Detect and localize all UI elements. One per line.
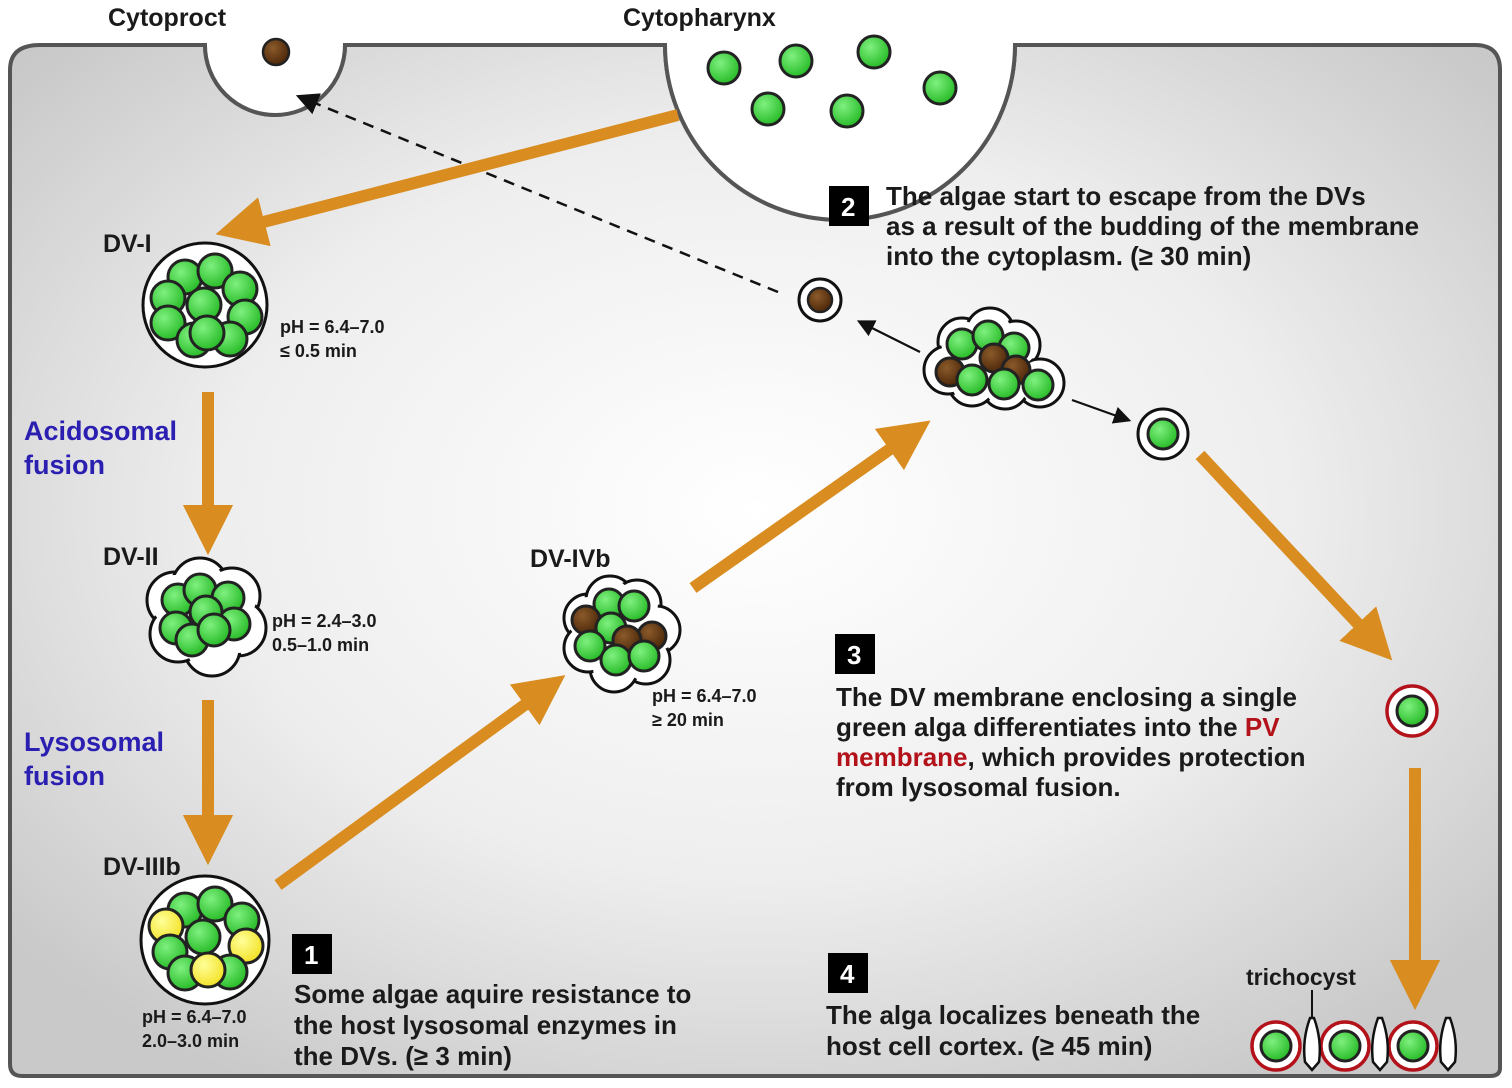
dv2-label: DV-II (103, 543, 159, 571)
cortex-algae (1250, 1020, 1439, 1072)
single-alga-vesicle (1136, 407, 1190, 461)
cytopharynx-algae (706, 34, 958, 129)
lysosomal-fusion-label: Lysosomal fusion (24, 727, 172, 791)
dv1-ph: pH = 6.4–7.0 (280, 317, 385, 337)
acidosomal-fusion-label: Acidosomal fusion (24, 416, 185, 480)
step-3-number: 3 (847, 640, 861, 670)
egestion-dashed-arrow (295, 93, 779, 294)
step-4-number: 4 (840, 959, 855, 989)
step-4-text: The alga localizes beneath the host cell… (826, 1000, 1207, 1061)
dv2-ph: pH = 2.4–3.0 (272, 611, 377, 631)
step-1-text: Some algae aquire resistance to the host… (294, 979, 699, 1071)
step-1-number: 1 (304, 940, 318, 970)
dv1-label: DV-I (103, 230, 152, 258)
dv3b-vacuole (139, 874, 271, 1006)
dv1-vacuole (141, 241, 269, 369)
dv3b-time: 2.0–3.0 min (142, 1031, 239, 1051)
step-4-badge (828, 953, 868, 993)
bud-arrow-left (856, 320, 921, 353)
dv1-time: ≤ 0.5 min (280, 341, 357, 361)
step-3-badge (835, 634, 875, 674)
dv4b-time: ≥ 20 min (652, 710, 724, 730)
trichocysts (1302, 1016, 1458, 1072)
cytopharynx-label: Cytopharynx (623, 4, 776, 32)
step-2-text: The algae start to escape from the DVs a… (886, 181, 1426, 271)
step-1-badge (292, 934, 332, 974)
pv-alga (1385, 684, 1439, 738)
bud-arrow-right (1071, 398, 1132, 424)
dv2-vacuole (145, 556, 268, 678)
step-2-number: 2 (841, 192, 855, 222)
pathway-arrows (182, 109, 1441, 1011)
cytoproct-label: Cytoproct (108, 4, 227, 32)
dv3b-ph: pH = 6.4–7.0 (142, 1007, 247, 1027)
dv4b-ph: pH = 6.4–7.0 (652, 686, 757, 706)
escaped-brown-vesicle (797, 277, 843, 323)
dv4b-vacuole (562, 574, 682, 694)
expelled-particle (261, 37, 291, 67)
step-3-text: The DV membrane enclosing a single green… (836, 682, 1313, 802)
trichocyst-label: trichocyst (1246, 964, 1356, 990)
dv4b-label: DV-IVb (530, 545, 611, 573)
step-2-badge (829, 186, 869, 226)
dv3b-label: DV-IIIb (103, 853, 181, 881)
dv2-time: 0.5–1.0 min (272, 635, 369, 655)
budding-vacuole (922, 306, 1066, 411)
